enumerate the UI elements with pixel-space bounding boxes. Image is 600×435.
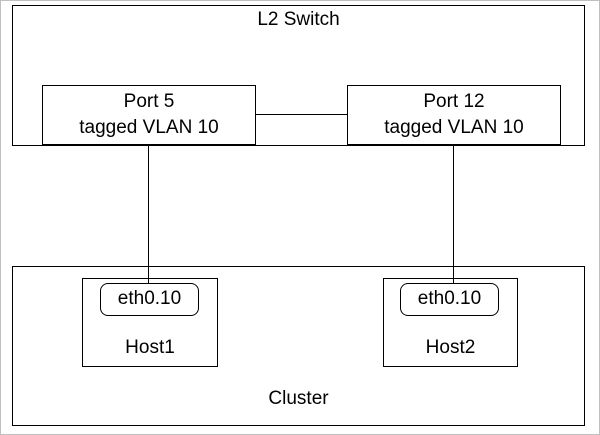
switch-title: L2 Switch (257, 9, 340, 30)
port-12-vlan: tagged VLAN 10 (384, 117, 524, 138)
host-1-link-line (148, 145, 150, 283)
port-12-box (347, 85, 561, 145)
port-link-line (255, 114, 348, 116)
host-2-interface: eth0.10 (400, 283, 499, 316)
host-2-name: Host2 (425, 337, 476, 358)
host-2-link-line (453, 145, 455, 283)
port-5-name: Port 5 (123, 91, 175, 112)
host-1-name: Host1 (125, 337, 175, 358)
port-5-vlan: tagged VLAN 10 (79, 117, 219, 138)
port-5-box (42, 85, 256, 145)
host-1-interface: eth0.10 (100, 283, 199, 316)
cluster-title: Cluster (268, 388, 329, 409)
port-12-name: Port 12 (423, 91, 485, 112)
